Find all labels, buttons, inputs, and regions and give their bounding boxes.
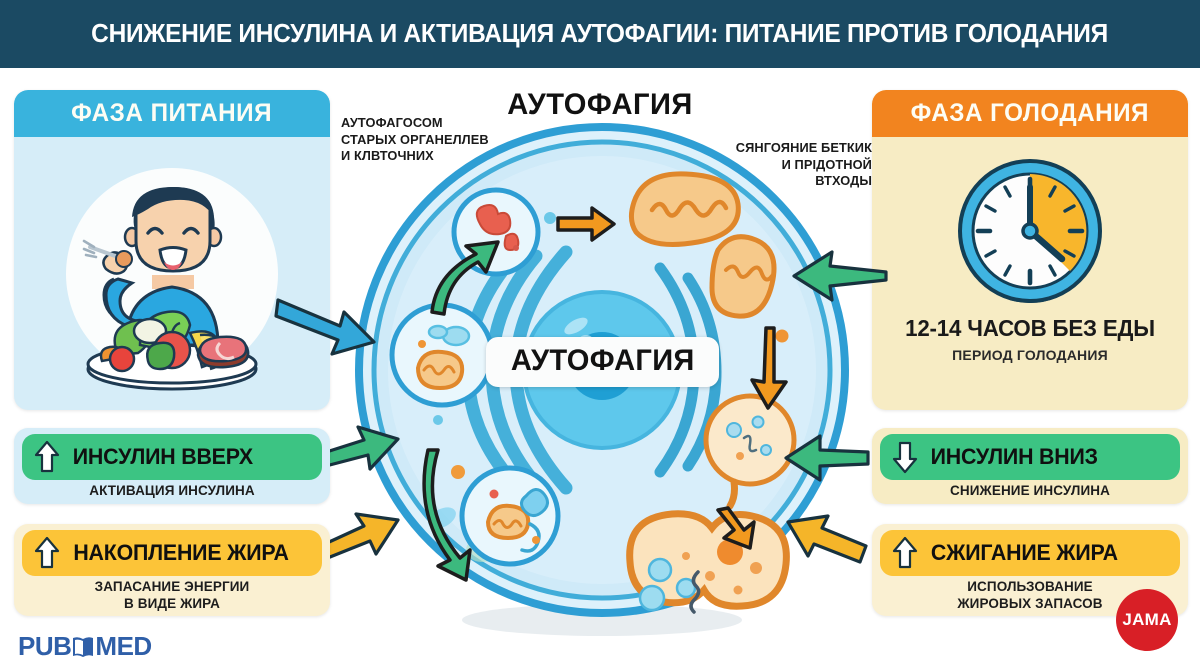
card-fat-burning-label-bar: СЖИГАНИЕ ЖИРА [880,530,1180,576]
card-fat-storage-sub-line1: ЗАПАСАНИЕ ЭНЕРГИИ [94,579,250,594]
annotation-left-line-3: И КЛВТОЧНИХ [341,148,434,163]
pubmed-logo: PUB MED [18,631,152,662]
jama-logo-text: JAMA [1122,610,1172,629]
feeding-phase-title: ФАЗА ПИТАНИЯ [71,99,273,127]
card-fat-storage-sub: ЗАПАСАНИЕ ЭНЕРГИИ В ВИДЕ ЖИРА [14,578,330,612]
card-insulin-up: ИНСУЛИН ВВЕРХ АКТИВАЦИЯ ИНСУЛИНА [14,428,330,504]
arrow-down-icon [892,441,918,474]
card-insulin-down-label-bar: ИНСУЛИН ВНИЗ [880,434,1180,480]
annotation-left-line-1: АУТОФАГОСОМ [341,115,443,130]
annotation-right-line-1: СЯНГОЯНИЕ БЕТКИК [735,140,872,155]
center-title: АУТОФАГИЯ [507,88,693,121]
pubmed-logo-text-2: MED [95,631,152,661]
fasting-phase-header: ФАЗА ГОЛОДАНИЯ [872,90,1188,137]
header-bar: СНИЖЕНИЕ ИНСУЛИНА И АКТИВАЦИЯ АУТОФАГИИ:… [0,0,1200,68]
arrow-up-icon [34,536,60,569]
fasting-phase-panel: ФАЗА ГОЛОДАНИЯ [872,90,1188,410]
annotation-right-line-2: И ПРІДОТНОЙ [781,156,872,172]
card-insulin-up-label: ИНСУЛИН ВВЕРХ [72,444,253,469]
clock-icon [950,151,1110,311]
fasting-phase-title: ФАЗА ГОЛОДАНИЯ [910,99,1150,127]
card-insulin-up-sub: АКТИВАЦИЯ ИНСУЛИНА [89,483,255,498]
card-fat-burning-sub-line2: ЖИРОВЫХ ЗАПАСОВ [957,596,1103,611]
card-fat-storage-label-bar: НАКОПЛЕНИЕ ЖИРА [22,530,322,576]
card-fat-storage-label: НАКОПЛЕНИЕ ЖИРА [73,540,289,565]
card-fat-burning: СЖИГАНИЕ ЖИРА ИСПОЛЬЗОВАНИЕ ЖИРОВЫХ ЗАПА… [872,524,1188,616]
feeding-phase-body [14,137,330,410]
card-insulin-down-sub: СНИЖЕНИЕ ИНСУЛИНА [950,483,1110,498]
jama-logo: JAMA [1116,589,1178,651]
arrow-up-icon [34,440,60,473]
card-insulin-down: ИНСУЛИН ВНИЗ СНИЖЕНИЕ ИНСУЛИНА [872,428,1188,504]
card-insulin-down-label: ИНСУЛИН ВНИЗ [930,444,1098,469]
annotation-right-line-3: ВТХОДЫ [815,173,872,188]
card-fat-burning-label: СЖИГАНИЕ ЖИРА [930,540,1118,565]
arrow-up-icon [892,536,918,569]
pubmed-logo-text-1: PUB [18,631,72,661]
card-insulin-up-label-bar: ИНСУЛИН ВВЕРХ [22,434,322,480]
fasting-period-label: ПЕРИОД ГОЛОДАНИЯ [952,347,1108,363]
book-icon [73,636,94,657]
autophagy-pill-label: АУТОФАГИЯ [510,344,695,377]
annotation-left-line-2: СТАРЫХ ОРГАНЕЛЛЕВ [341,131,489,147]
fasting-phase-body: 12-14 ЧАСОВ БЕЗ ЕДЫ ПЕРИОД ГОЛОДАНИЯ [872,137,1188,410]
fasting-hours-text: 12-14 ЧАСОВ БЕЗ ЕДЫ [905,315,1155,341]
feeding-phase-panel: ФАЗА ПИТАНИЯ [14,90,330,410]
man-eating-icon [82,187,258,391]
annotation-left: АУТОФАГОСОМ СТАРЫХ ОРГАНЕЛЛЕВ И КЛВТОЧНИ… [341,115,521,165]
feeding-phase-header: ФАЗА ПИТАНИЯ [14,90,330,137]
card-fat-burning-sub-line1: ИСПОЛЬЗОВАНИЕ [967,579,1093,594]
cell-diagram [330,120,875,665]
card-fat-burning-sub: ИСПОЛЬЗОВАНИЕ ЖИРОВЫХ ЗАПАСОВ [872,578,1188,612]
autophagy-pill: АУТОФАГИЯ [486,337,720,387]
card-fat-storage-sub-line2: В ВИДЕ ЖИРА [124,596,220,611]
annotation-right: СЯНГОЯНИЕ БЕТКИК И ПРІДОТНОЙ ВТХОДЫ [712,140,872,190]
page-title: СНИЖЕНИЕ ИНСУЛИНА И АКТИВАЦИЯ АУТОФАГИИ:… [91,19,1109,48]
card-fat-storage: НАКОПЛЕНИЕ ЖИРА ЗАПАСАНИЕ ЭНЕРГИИ В ВИДЕ… [14,524,330,616]
